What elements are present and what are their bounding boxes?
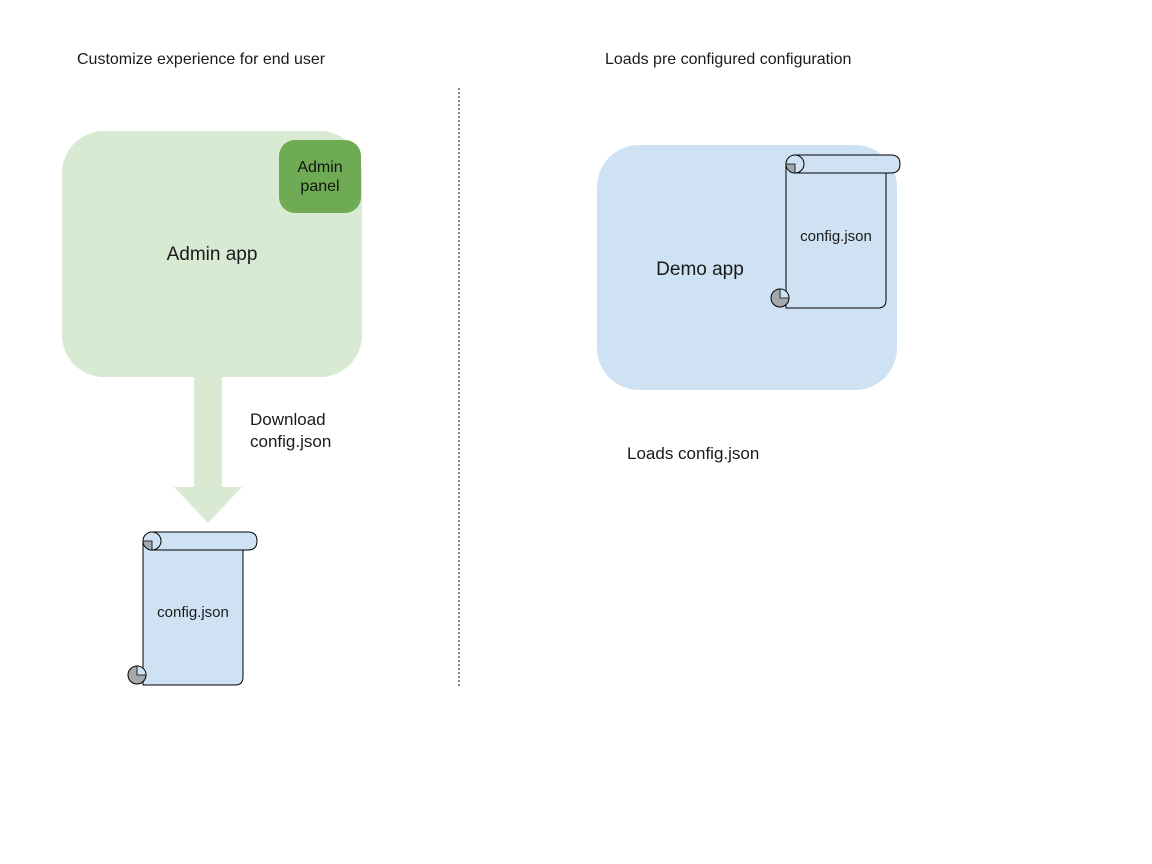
right-section-title: Loads pre configured configuration — [605, 51, 852, 68]
config-file-scroll-icon — [770, 154, 901, 309]
admin-app-label: Admin app — [166, 244, 258, 265]
download-arrow-icon — [174, 377, 242, 523]
demo-app-label: Demo app — [656, 259, 744, 280]
loads-config-caption: Loads config.json — [627, 444, 760, 463]
download-arrow-label: Download config.json — [250, 410, 332, 451]
admin-panel-label: Admin panel — [297, 158, 343, 195]
config-file-scroll-icon — [127, 531, 258, 686]
divider-dotted-line — [458, 88, 460, 686]
config-file-label-right: config.json — [800, 228, 872, 245]
config-file-label-left: config.json — [157, 604, 229, 621]
left-section-title: Customize experience for end user — [77, 51, 326, 68]
admin-panel-badge: Admin panel — [279, 140, 361, 213]
